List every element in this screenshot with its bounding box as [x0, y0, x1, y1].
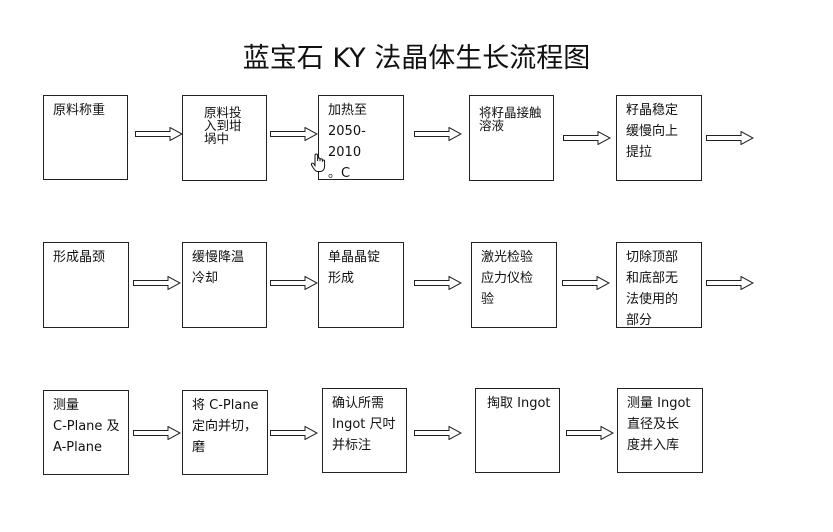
step-box: 将籽晶接触 溶液: [469, 95, 554, 181]
flow-arrow: [562, 276, 610, 290]
step-box: 原料投 入到坩 埚中: [182, 95, 267, 181]
step-box: 将 C-Plane 定向并切， 磨: [182, 390, 268, 475]
flow-arrow: [414, 276, 462, 290]
step-box: 籽晶稳定 缓慢向上 提拉: [616, 95, 702, 181]
flow-arrow: [270, 276, 318, 290]
step-box: 激光检验 应力仪检 验: [471, 242, 557, 328]
flow-arrow: [414, 127, 462, 141]
step-box: 掏取 Ingot: [475, 388, 560, 473]
step-box: 加热至 2050-2010 。C: [318, 95, 404, 180]
flow-arrow: [563, 131, 611, 145]
step-box: 测量 Ingot 直径及长 度并入库: [617, 388, 703, 473]
flow-arrow: [133, 276, 181, 290]
flow-arrow: [706, 276, 754, 290]
step-box: 切除顶部 和底部无 法使用的 部分: [616, 242, 702, 328]
hand-pointer-icon: [310, 153, 328, 173]
step-box: 测量 C-Plane 及 A-Plane: [43, 390, 129, 475]
step-box: 原料称重: [43, 95, 128, 180]
flow-arrow: [133, 426, 181, 440]
flow-arrow: [135, 127, 183, 141]
flow-arrow: [414, 426, 462, 440]
flow-arrow: [566, 426, 614, 440]
step-box: 单晶晶锭 形成: [318, 242, 404, 328]
step-box: 缓慢降温 冷却: [182, 242, 267, 328]
flow-arrow: [270, 426, 318, 440]
flow-arrow: [270, 127, 318, 141]
flow-arrow: [706, 131, 754, 145]
step-box: 形成晶颈: [43, 242, 129, 328]
diagram-title: 蓝宝石 KY 法晶体生长流程图: [242, 43, 591, 74]
step-box: 确认所需 Ingot 尺吋 并标注: [322, 388, 407, 473]
